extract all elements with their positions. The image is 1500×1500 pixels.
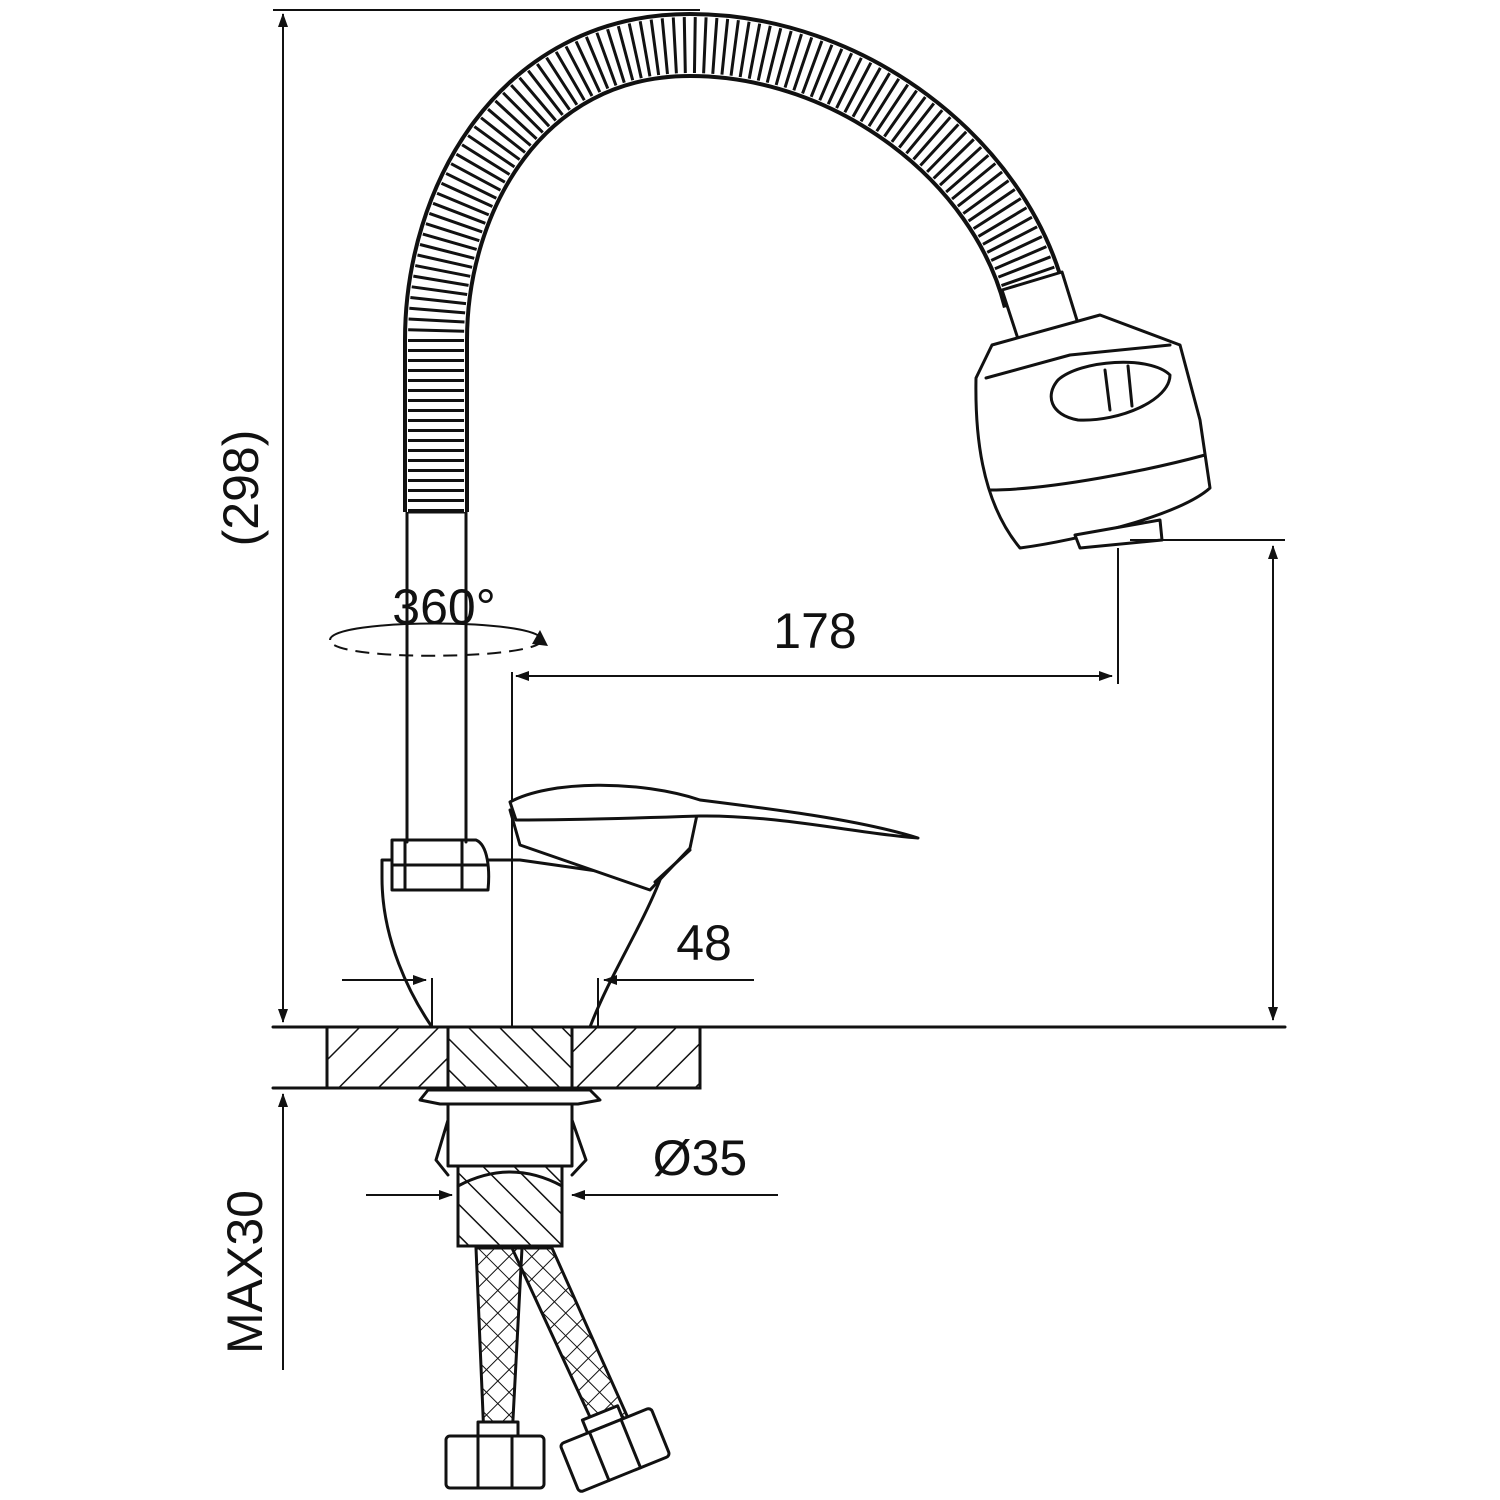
dimension-spout-height [1130, 539, 1285, 1021]
countertop-section [271, 1025, 1287, 1090]
faucet-body [380, 672, 662, 1029]
base-width-label: 48 [676, 915, 732, 971]
rotation-label: 360° [392, 579, 495, 635]
spout-pipe [405, 510, 468, 844]
max-thickness-label: MAX30 [217, 1190, 273, 1354]
dimension-base-width: 48 [342, 915, 754, 985]
dimension-max-thickness: MAX30 [217, 1093, 288, 1370]
rotation-indicator: 360° [329, 579, 548, 657]
dimension-overall-height: (298) [213, 9, 700, 1023]
dimension-thread-diameter: Ø35 [366, 1130, 778, 1200]
reach-label: 178 [773, 603, 856, 659]
lever-handle [508, 783, 920, 892]
thread-diameter-label: Ø35 [653, 1130, 748, 1186]
spray-head [974, 270, 1212, 550]
supply-hoses [444, 1246, 671, 1493]
dimension-reach: 178 [515, 548, 1119, 684]
mounting-assembly [418, 1088, 602, 1248]
flexible-hose [403, 11, 1068, 512]
overall-height-label: (298) [213, 430, 269, 547]
